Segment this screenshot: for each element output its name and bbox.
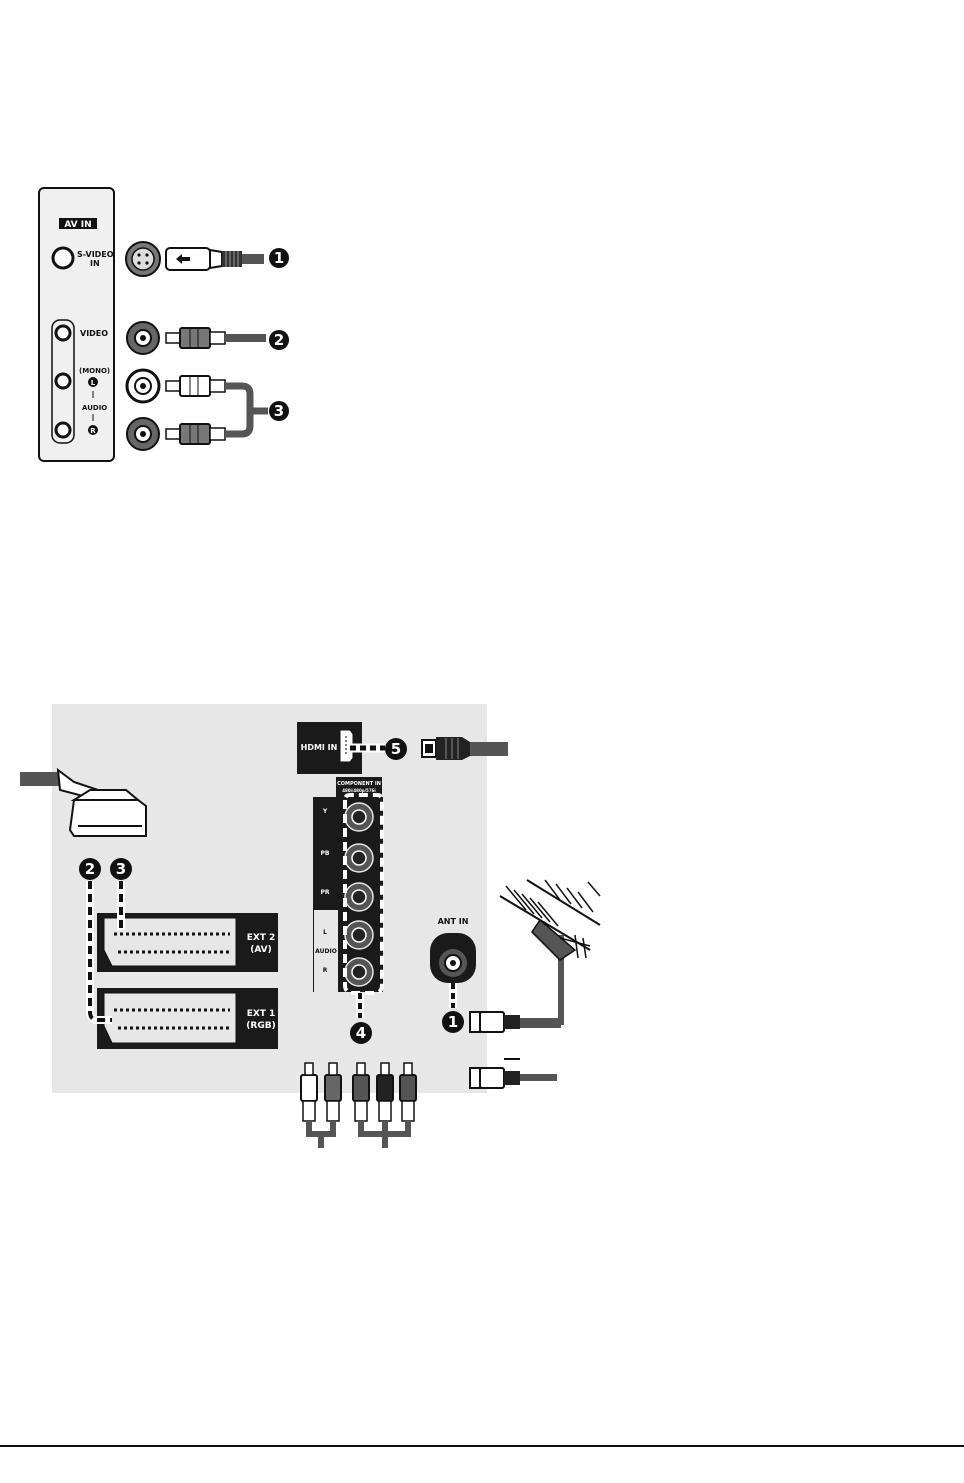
- svg-text:1: 1: [274, 249, 284, 267]
- comp-pb-label: PB: [321, 850, 330, 857]
- component-jacks: [344, 802, 374, 987]
- svg-text:4: 4: [356, 1024, 366, 1042]
- right-marker: R: [90, 427, 96, 435]
- callout-2-top: 2: [269, 330, 289, 350]
- svg-text:3: 3: [274, 402, 284, 420]
- svg-text:2: 2: [274, 331, 284, 349]
- av-in-panel: AV IN S-VIDEO IN VIDEO (MONO) L AUDIO R: [38, 187, 115, 462]
- svideo-cable: [125, 241, 264, 277]
- comp-pr-label: PR: [320, 889, 329, 896]
- callout-1-top: 1: [269, 248, 289, 268]
- audio-label: AUDIO: [82, 404, 107, 412]
- comp-audio-label: AUDIO: [315, 948, 337, 955]
- audio-right-rca-cable: [126, 417, 226, 451]
- comp-y-label: Y: [322, 808, 328, 815]
- ext2-scart-port: EXT 2 (AV): [97, 913, 278, 972]
- antenna-coax-plug: [469, 1011, 564, 1033]
- svg-text:5: 5: [391, 740, 401, 758]
- callout-4: 4: [350, 1022, 372, 1044]
- left-marker: L: [91, 379, 96, 387]
- callout-2-bottom: 2: [79, 858, 101, 880]
- svideo-label: S-VIDEO: [77, 250, 114, 259]
- hdmi-cable: [421, 737, 508, 760]
- component-rca-plugs: [300, 1062, 417, 1148]
- ext1-label-2: (RGB): [246, 1021, 275, 1031]
- ext1-label: EXT 1: [247, 1009, 276, 1019]
- cable-coax-plug: [469, 1058, 557, 1089]
- av-in-label-bg: [59, 218, 97, 229]
- svg-text:1: 1: [448, 1013, 458, 1031]
- audio-right-jack: [54, 421, 72, 439]
- mono-label: (MONO): [79, 367, 110, 375]
- svideo-jack: [51, 246, 75, 270]
- component-in-label: COMPONENT IN: [337, 781, 381, 787]
- ext2-label-2: (AV): [250, 945, 272, 955]
- comp-audio-left-label: L: [323, 929, 327, 936]
- callout-3-bottom: 3: [110, 858, 132, 880]
- video-jack: [54, 324, 72, 342]
- comp-audio-right-label: R: [323, 967, 328, 974]
- callout-1-bottom: 1: [442, 1011, 464, 1033]
- ant-in-port: [430, 933, 476, 983]
- scart-plug: [20, 767, 147, 837]
- audio-left-rca-cable: [125, 368, 226, 404]
- antenna-icon: [499, 879, 601, 1028]
- svg-text:2: 2: [85, 860, 95, 878]
- ext1-scart-port: EXT 1 (RGB): [97, 988, 278, 1049]
- ext2-label: EXT 2: [247, 933, 276, 943]
- callout-5: 5: [385, 738, 407, 760]
- component-sub-label: 480i/480p/576i: [342, 788, 376, 793]
- svg-text:3: 3: [116, 860, 126, 878]
- video-rca-cable: [126, 321, 266, 355]
- av-in-label: AV IN: [64, 220, 91, 230]
- audio-left-jack: [54, 372, 72, 390]
- video-label: VIDEO: [80, 329, 108, 338]
- svideo-label-2: IN: [90, 259, 100, 268]
- callout-3-top: 3: [269, 401, 289, 421]
- ant-in-label: ANT IN: [438, 917, 469, 926]
- hdmi-in-label: HDMI IN: [301, 743, 338, 752]
